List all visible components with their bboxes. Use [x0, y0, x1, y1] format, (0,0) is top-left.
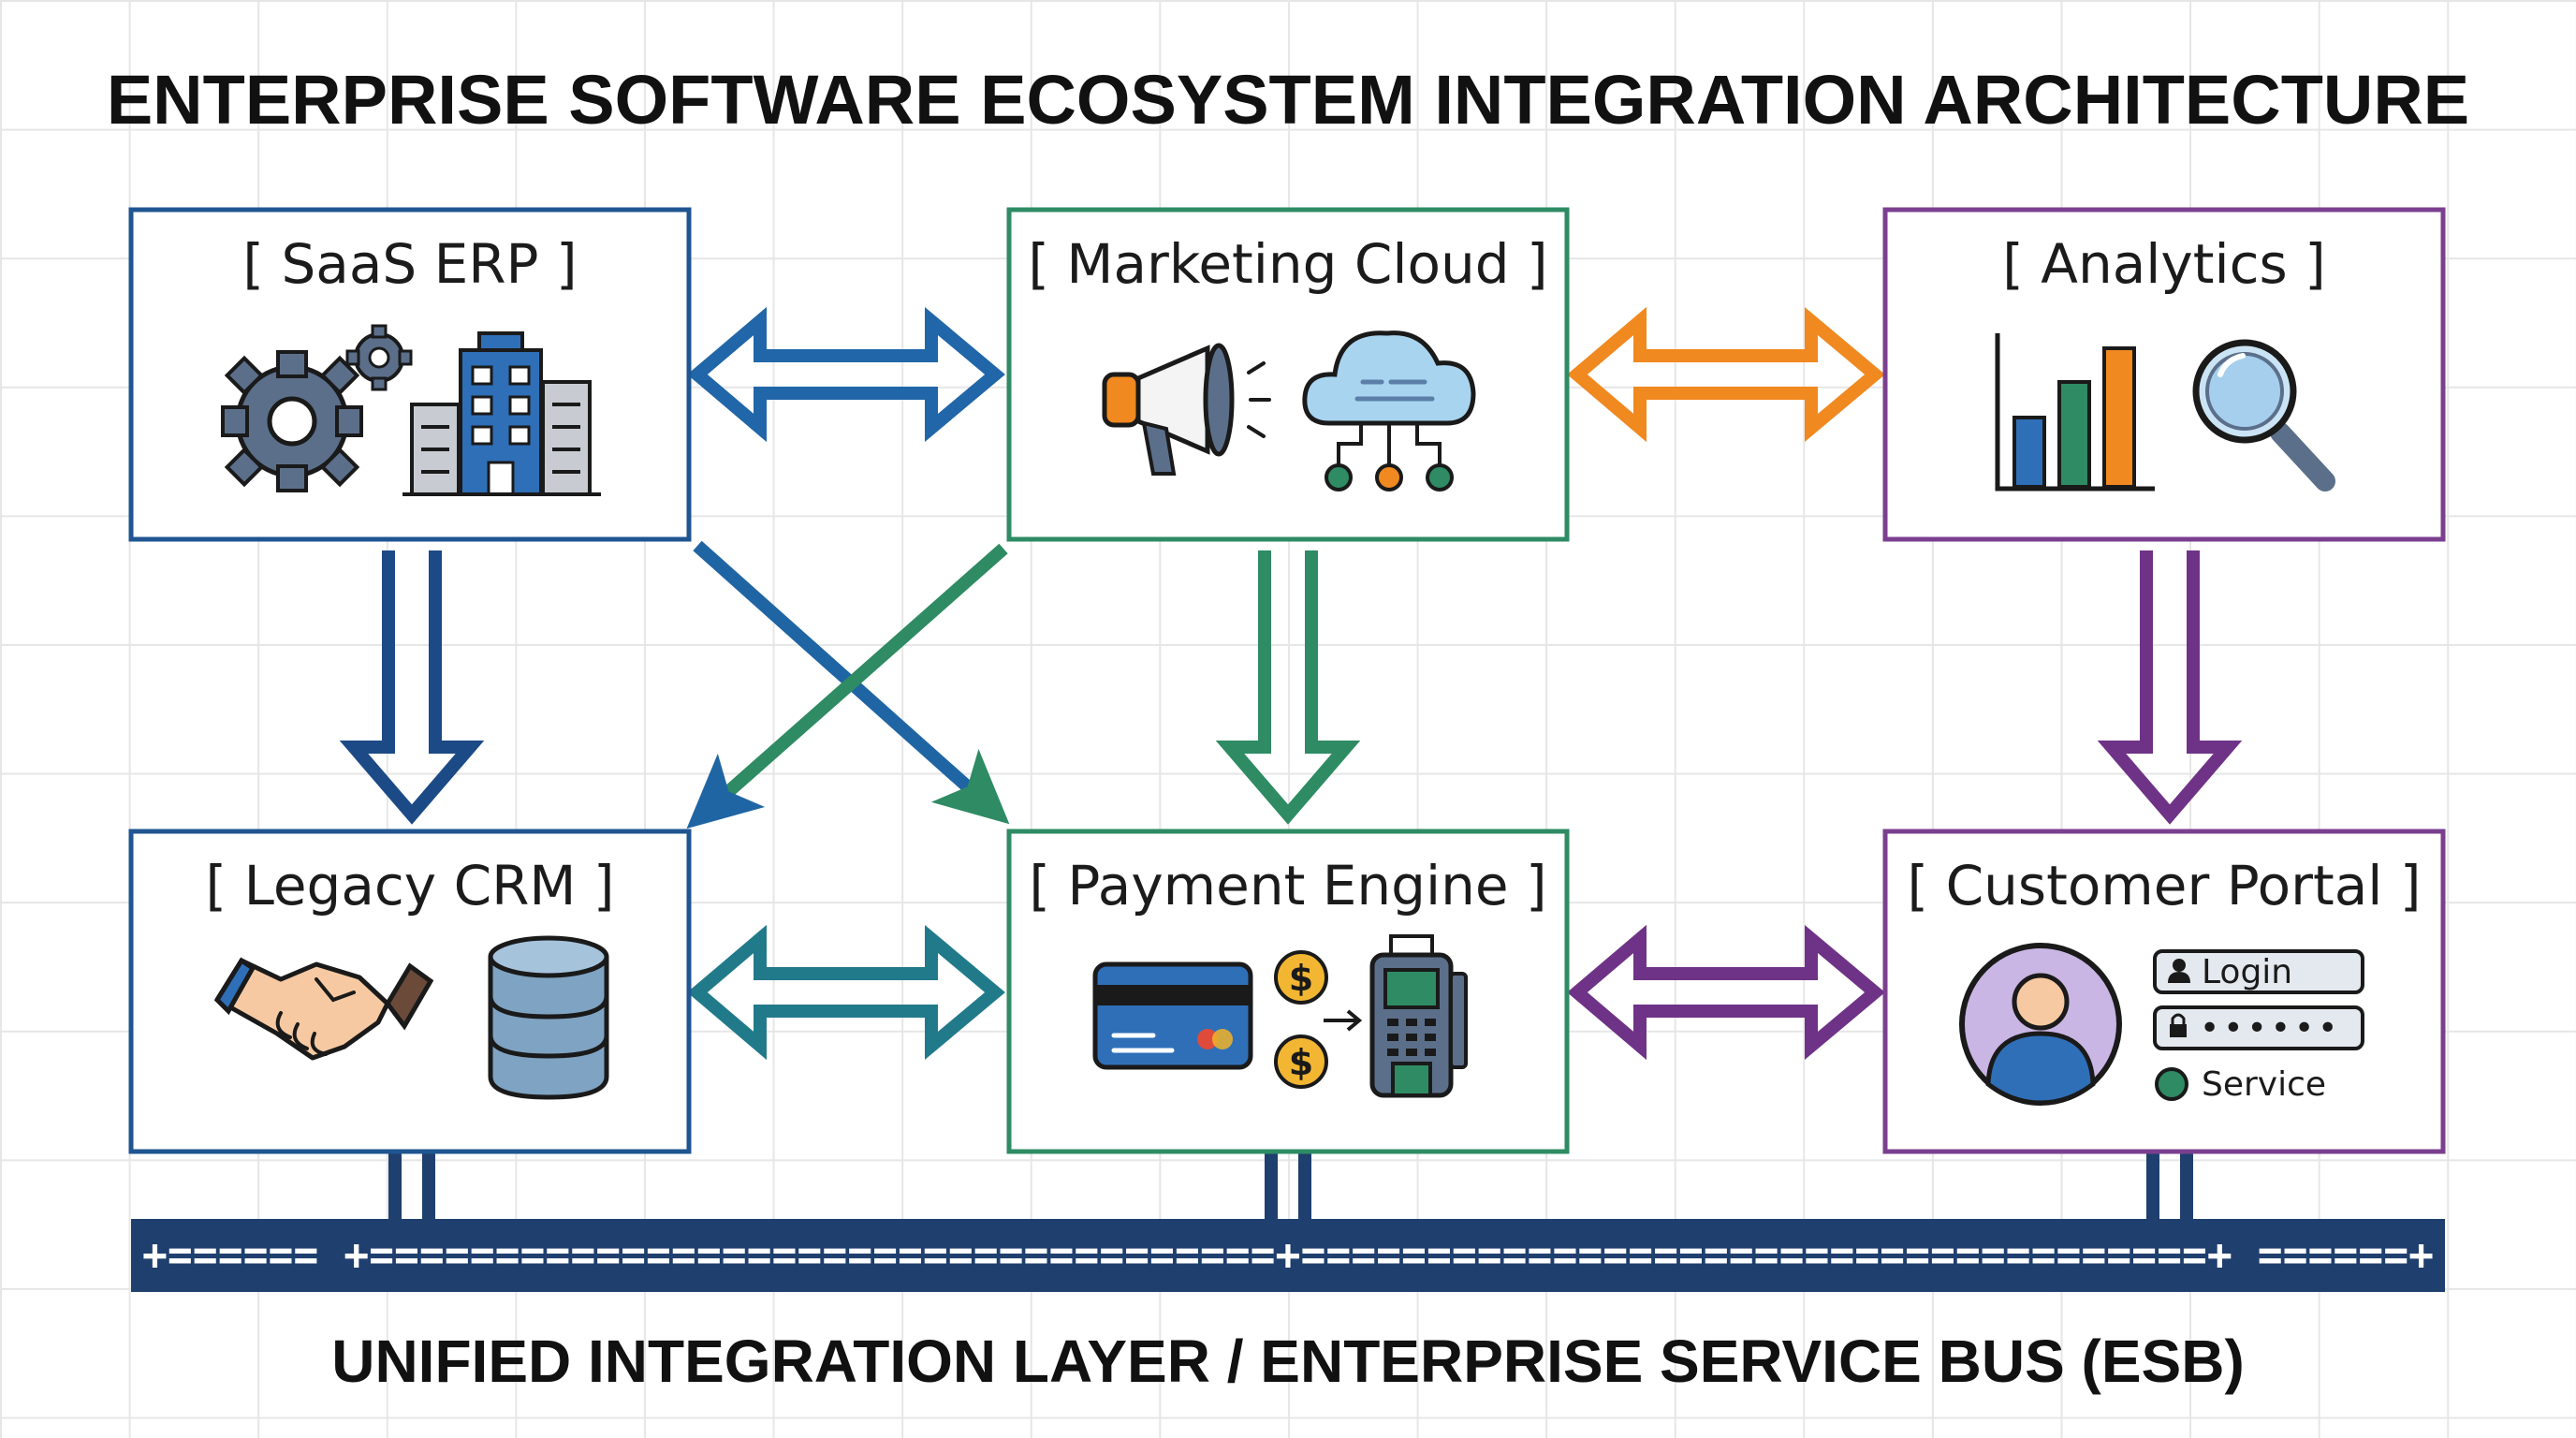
card-terminal-icon	[1369, 934, 1468, 1098]
portal-bus-link	[2146, 1152, 2193, 1226]
service-label: Service	[2202, 1065, 2326, 1104]
lock-icon	[2170, 1013, 2187, 1037]
payment-bus-link	[1265, 1152, 1311, 1226]
login-field: Login	[2153, 949, 2364, 994]
node-label-marketing-cloud: [ Marketing Cloud ]	[1028, 232, 1547, 296]
small-gear-icon	[345, 324, 413, 391]
node-saas-erp: [ SaaS ERP ]	[128, 207, 692, 542]
erp-marketing-connector	[687, 306, 1005, 443]
crm-bus-link	[388, 1152, 435, 1226]
arrow-right-icon	[1324, 1009, 1363, 1032]
service-status: Service	[2155, 1065, 2326, 1104]
node-legacy-crm: [ Legacy CRM ]	[128, 829, 692, 1154]
node-label-saas-erp: [ SaaS ERP ]	[242, 232, 577, 296]
erp-to-crm-arrow	[339, 550, 485, 825]
node-customer-portal: [ Customer Portal ] Login •••••• Service	[1882, 829, 2446, 1154]
payment-portal-connector	[1567, 924, 1885, 1061]
node-analytics: [ Analytics ]	[1882, 207, 2446, 542]
database-icon	[488, 935, 609, 1100]
cloud-network-icon	[1302, 330, 1476, 492]
analytics-to-portal-arrow	[2097, 550, 2243, 825]
password-mask: ••••••	[2200, 1009, 2341, 1048]
megaphone-icon	[1102, 343, 1271, 476]
bus-caption: UNIFIED INTEGRATION LAYER / ENTERPRISE S…	[331, 1328, 2245, 1395]
user-icon	[2168, 959, 2190, 983]
gear-icon	[221, 350, 363, 492]
node-payment-engine: [ Payment Engine ] $ $	[1006, 829, 1570, 1154]
diagram-title: ENTERPRISE SOFTWARE ECOSYSTEM INTEGRATIO…	[107, 61, 2469, 139]
node-label-analytics: [ Analytics ]	[2002, 232, 2326, 296]
svg-text:$: $	[1289, 958, 1313, 999]
login-label: Login	[2202, 953, 2292, 991]
coin-icon: $ $	[1274, 950, 1328, 1089]
password-field: ••••••	[2153, 1005, 2364, 1050]
node-marketing-cloud: [ Marketing Cloud ]	[1006, 207, 1570, 542]
user-avatar-icon	[1959, 943, 2122, 1106]
magnifying-glass-icon	[2192, 339, 2335, 492]
node-label-legacy-crm: [ Legacy CRM ]	[206, 854, 615, 917]
erp-to-payment-arrow	[693, 540, 1010, 825]
bar-chart-icon	[1995, 333, 2155, 492]
marketing-to-payment-arrow	[1215, 550, 1361, 825]
marketing-analytics-connector	[1567, 306, 1885, 443]
handshake-icon	[213, 957, 434, 1061]
node-label-customer-portal: [ Customer Portal ]	[1908, 854, 2422, 917]
credit-card-icon	[1092, 961, 1253, 1070]
enterprise-service-bus: +====== +===============================…	[131, 1219, 2445, 1292]
svg-text:$: $	[1289, 1042, 1313, 1083]
bus-connector-line: +====== +===============================…	[142, 1229, 2434, 1280]
marketing-to-crm-arrow	[686, 543, 1008, 829]
crm-payment-connector	[687, 924, 1005, 1061]
office-building-icon	[402, 331, 601, 496]
node-label-payment-engine: [ Payment Engine ]	[1029, 854, 1546, 917]
